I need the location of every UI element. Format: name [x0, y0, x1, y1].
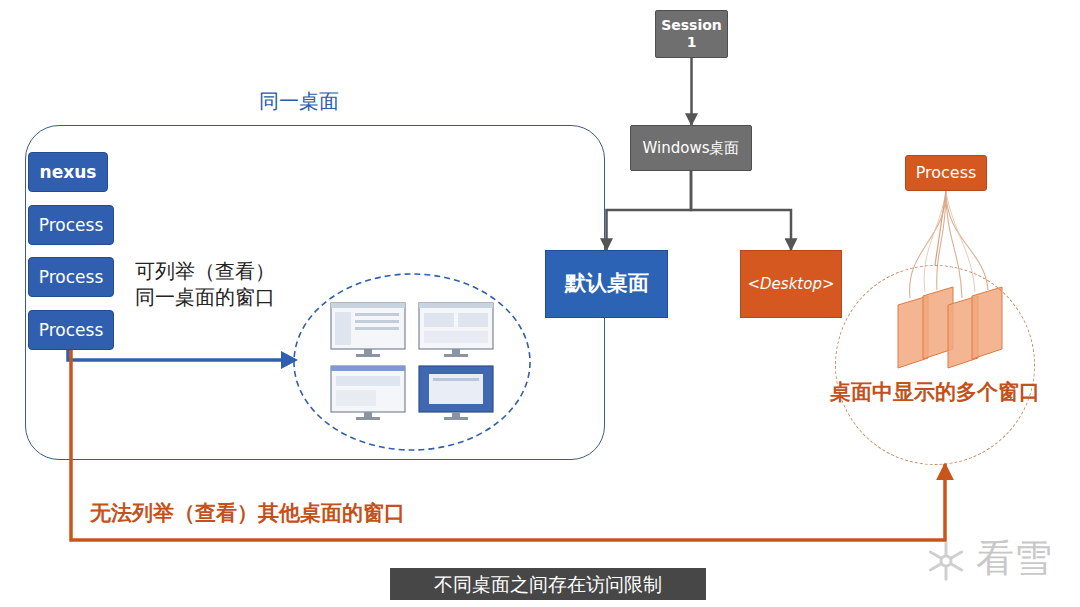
- enumerate-arrow-head: [281, 351, 298, 369]
- snowflake-logo: [930, 543, 961, 579]
- fan-line: [946, 191, 988, 290]
- window-panel: [429, 374, 483, 404]
- note-text: 可列举（查看） 同一桌面的窗口: [135, 258, 295, 310]
- window-panel: [458, 313, 488, 327]
- window-panel: [336, 390, 376, 406]
- fan-line: [946, 191, 975, 292]
- monitor-base: [444, 354, 468, 357]
- fan-line: [910, 191, 946, 298]
- monitor-icon: [419, 303, 493, 357]
- window-titlebar: [331, 366, 405, 371]
- node-label: Process: [39, 267, 104, 287]
- desktop-box: 默认桌面: [545, 250, 668, 318]
- window-titlebar: [331, 303, 405, 308]
- monitor-stand: [452, 412, 460, 417]
- node-label: Windows桌面: [643, 139, 740, 157]
- monitor-icon: [331, 366, 405, 420]
- monitor-icon: [419, 366, 493, 420]
- window-line: [355, 313, 399, 316]
- window-line: [355, 320, 399, 323]
- window-circle: 桌面中显示的多个窗口: [835, 265, 1035, 465]
- process-box: Process: [28, 205, 114, 245]
- node-label: <Desktop>: [748, 275, 835, 293]
- window-panel: [424, 313, 454, 327]
- window-sidebar: [335, 312, 351, 345]
- window-titlebar: [419, 303, 493, 308]
- window-group-ellipse: [294, 274, 530, 450]
- node-label: nexus: [40, 162, 97, 182]
- monitor-stand: [364, 349, 372, 354]
- desktop-root-box: Windows桌面: [630, 125, 752, 171]
- monitor-base: [444, 417, 468, 420]
- node-label: Process: [916, 163, 977, 182]
- monitor-screen: [419, 303, 493, 349]
- caption-box: [390, 568, 706, 600]
- snowflake-arm: [930, 552, 961, 570]
- window-panel: [336, 376, 400, 386]
- window-line: [355, 327, 399, 330]
- desktop-box: <Desktop>: [740, 250, 842, 318]
- window-line: [433, 378, 479, 381]
- monitor-base: [356, 354, 380, 357]
- process-box: Process: [905, 155, 987, 191]
- node-label: Process: [39, 215, 104, 235]
- enumerate-arrow-line: [68, 350, 283, 360]
- node-label: 桌面中显示的多个窗口: [830, 380, 1040, 405]
- session-box: Session 1: [655, 10, 728, 58]
- process-box: nexus: [28, 152, 108, 192]
- edge-label: 无法列举（查看）其他桌面的窗口: [90, 499, 405, 527]
- process-box: Process: [28, 257, 114, 297]
- monitor-screen: [419, 366, 493, 412]
- caption-text: 不同桌面之间存在访问限制: [390, 568, 706, 600]
- fan-line: [946, 191, 962, 298]
- snowflake-arm: [930, 552, 961, 570]
- monitor-base: [356, 417, 380, 420]
- process-box: Process: [28, 310, 114, 350]
- watermark: 看雪: [976, 536, 1076, 582]
- connector: [71, 350, 945, 540]
- node-label: 同一桌面: [259, 89, 339, 113]
- snowflake-core: [941, 556, 951, 566]
- monitor-icon: [331, 303, 405, 357]
- connector: [691, 171, 791, 250]
- monitor-stand: [364, 412, 372, 417]
- connector: [935, 191, 946, 265]
- node-label: Process: [39, 320, 104, 340]
- connector: [690, 58, 693, 125]
- node-label: Session 1: [660, 17, 723, 51]
- window-pane: [972, 287, 1002, 359]
- monitor-screen: [331, 303, 405, 349]
- monitor-stand: [452, 349, 460, 354]
- fan-line: [924, 191, 946, 292]
- connector: [607, 171, 692, 250]
- fan-line: [937, 191, 946, 290]
- monitor-screen: [331, 366, 405, 412]
- node-label: 默认桌面: [565, 271, 649, 296]
- desktop-group: 同一桌面nexusProcessProcessProcess: [25, 125, 605, 460]
- window-panel: [424, 331, 488, 343]
